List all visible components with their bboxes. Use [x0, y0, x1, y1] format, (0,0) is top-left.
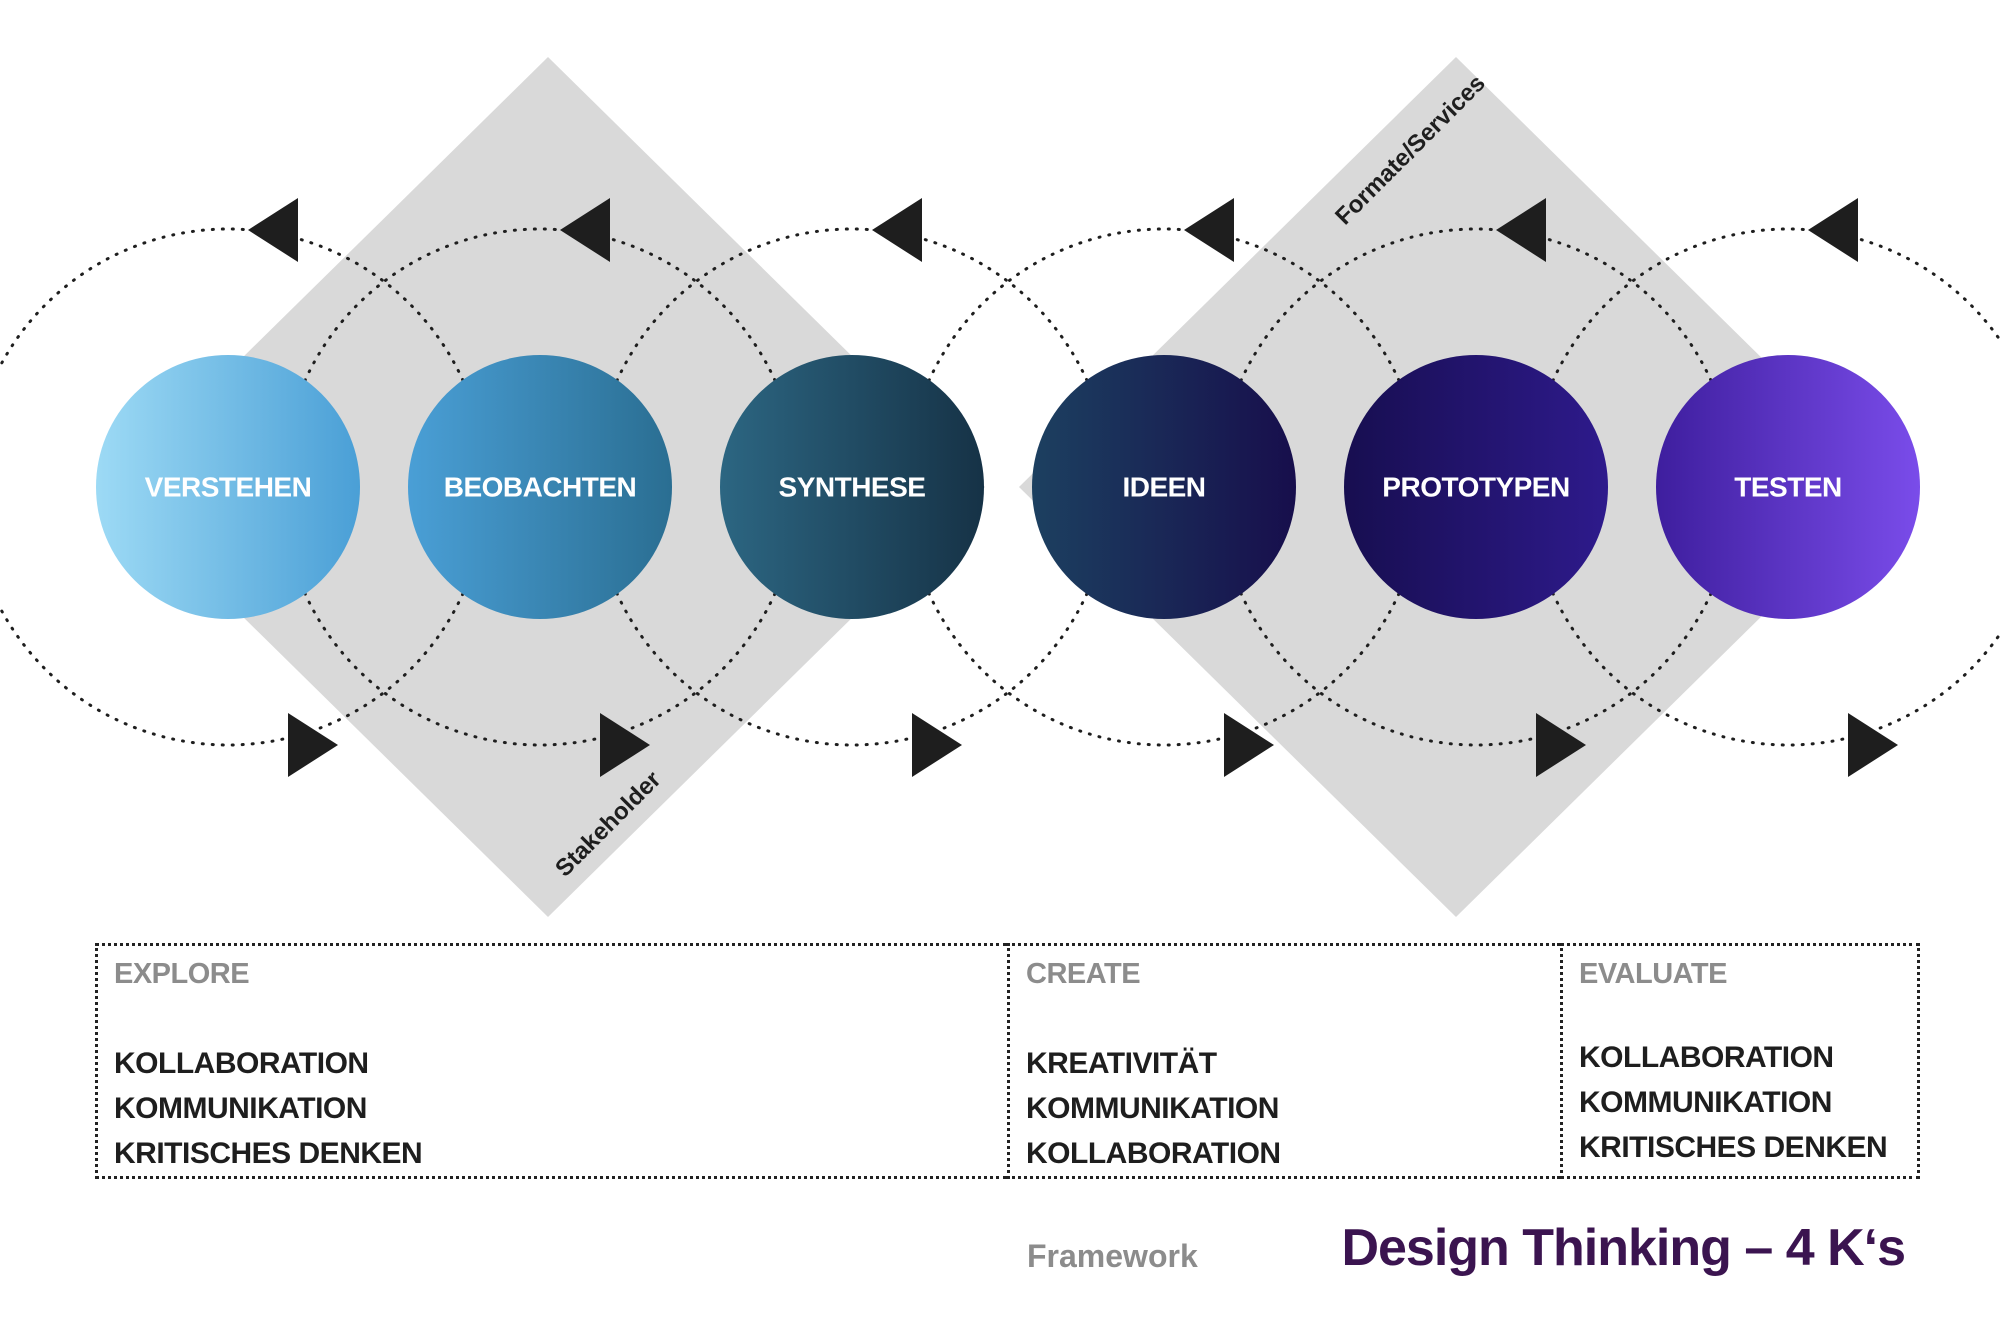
section-create: CREATE KREATIVITÄT KOMMUNIKATION KOLLABO…	[1007, 943, 1560, 1179]
phase-circles-layer: VERSTEHEN BEOBACHTEN SYNTHESE IDEEN PROTOTYP…	[96, 355, 1920, 619]
arrow-right-icon	[288, 713, 338, 777]
section-explore: EXPLORE KOLLABORATION KOMMUNIKATION KRIT…	[95, 943, 1007, 1179]
phase-circle-beobachten	[408, 355, 672, 619]
arrow-left-icon	[1496, 198, 1546, 262]
section-title: EXPLORE	[114, 958, 250, 990]
phase-label-synthese: SYNTHESE	[779, 471, 926, 502]
diagram-title: Design Thinking – 4 K‘s	[1341, 1219, 1906, 1277]
phase-circle-ideen	[1032, 355, 1296, 619]
arrow-right-icon	[912, 713, 962, 777]
section-item: KRITISCHES DENKEN	[114, 1137, 423, 1170]
section-item: KOMMUNIKATION	[1026, 1092, 1279, 1125]
diamonds-layer: Stakeholder Formate/Services	[111, 57, 1893, 917]
section-item: KOLLABORATION	[1579, 1041, 1834, 1074]
framework-label: Framework	[1027, 1238, 1198, 1274]
arrow-left-icon	[248, 198, 298, 262]
section-title: CREATE	[1026, 958, 1141, 990]
arrow-left-icon	[1808, 198, 1858, 262]
phase-label-ideen: IDEEN	[1122, 471, 1205, 502]
phase-label-beobachten: BEOBACHTEN	[444, 471, 637, 502]
section-item: KOLLABORATION	[114, 1047, 369, 1080]
section-item: KREATIVITÄT	[1026, 1047, 1217, 1080]
phase-circle-synthese	[720, 355, 984, 619]
phase-label-testen: TESTEN	[1734, 471, 1841, 502]
section-items: KOLLABORATION KOMMUNIKATION KRITISCHES D…	[1579, 1035, 1888, 1170]
section-items: KREATIVITÄT KOMMUNIKATION KOLLABORATION	[1026, 1041, 1281, 1176]
phase-label-verstehen: VERSTEHEN	[145, 471, 312, 502]
phase-circle-testen	[1656, 355, 1920, 619]
arrow-left-icon	[872, 198, 922, 262]
phase-label-prototypen: PROTOTYPEN	[1382, 471, 1569, 502]
section-item: KOMMUNIKATION	[1579, 1086, 1832, 1119]
loop-arrows-layer	[248, 198, 1898, 777]
section-item: KRITISCHES DENKEN	[1579, 1131, 1888, 1164]
section-item: KOLLABORATION	[1026, 1137, 1281, 1170]
arrow-right-icon	[1848, 713, 1898, 777]
arrow-right-icon	[600, 713, 650, 777]
section-item: KOMMUNIKATION	[114, 1092, 367, 1125]
arrow-left-icon	[1184, 198, 1234, 262]
arrow-left-icon	[560, 198, 610, 262]
arrow-right-icon	[1224, 713, 1274, 777]
phase-circle-verstehen	[96, 355, 360, 619]
phase-circle-prototypen	[1344, 355, 1608, 619]
section-title: EVALUATE	[1579, 958, 1727, 990]
arrow-right-icon	[1536, 713, 1586, 777]
section-evaluate: EVALUATE KOLLABORATION KOMMUNIKATION KRI…	[1560, 943, 1920, 1179]
section-items: KOLLABORATION KOMMUNIKATION KRITISCHES D…	[114, 1041, 423, 1176]
